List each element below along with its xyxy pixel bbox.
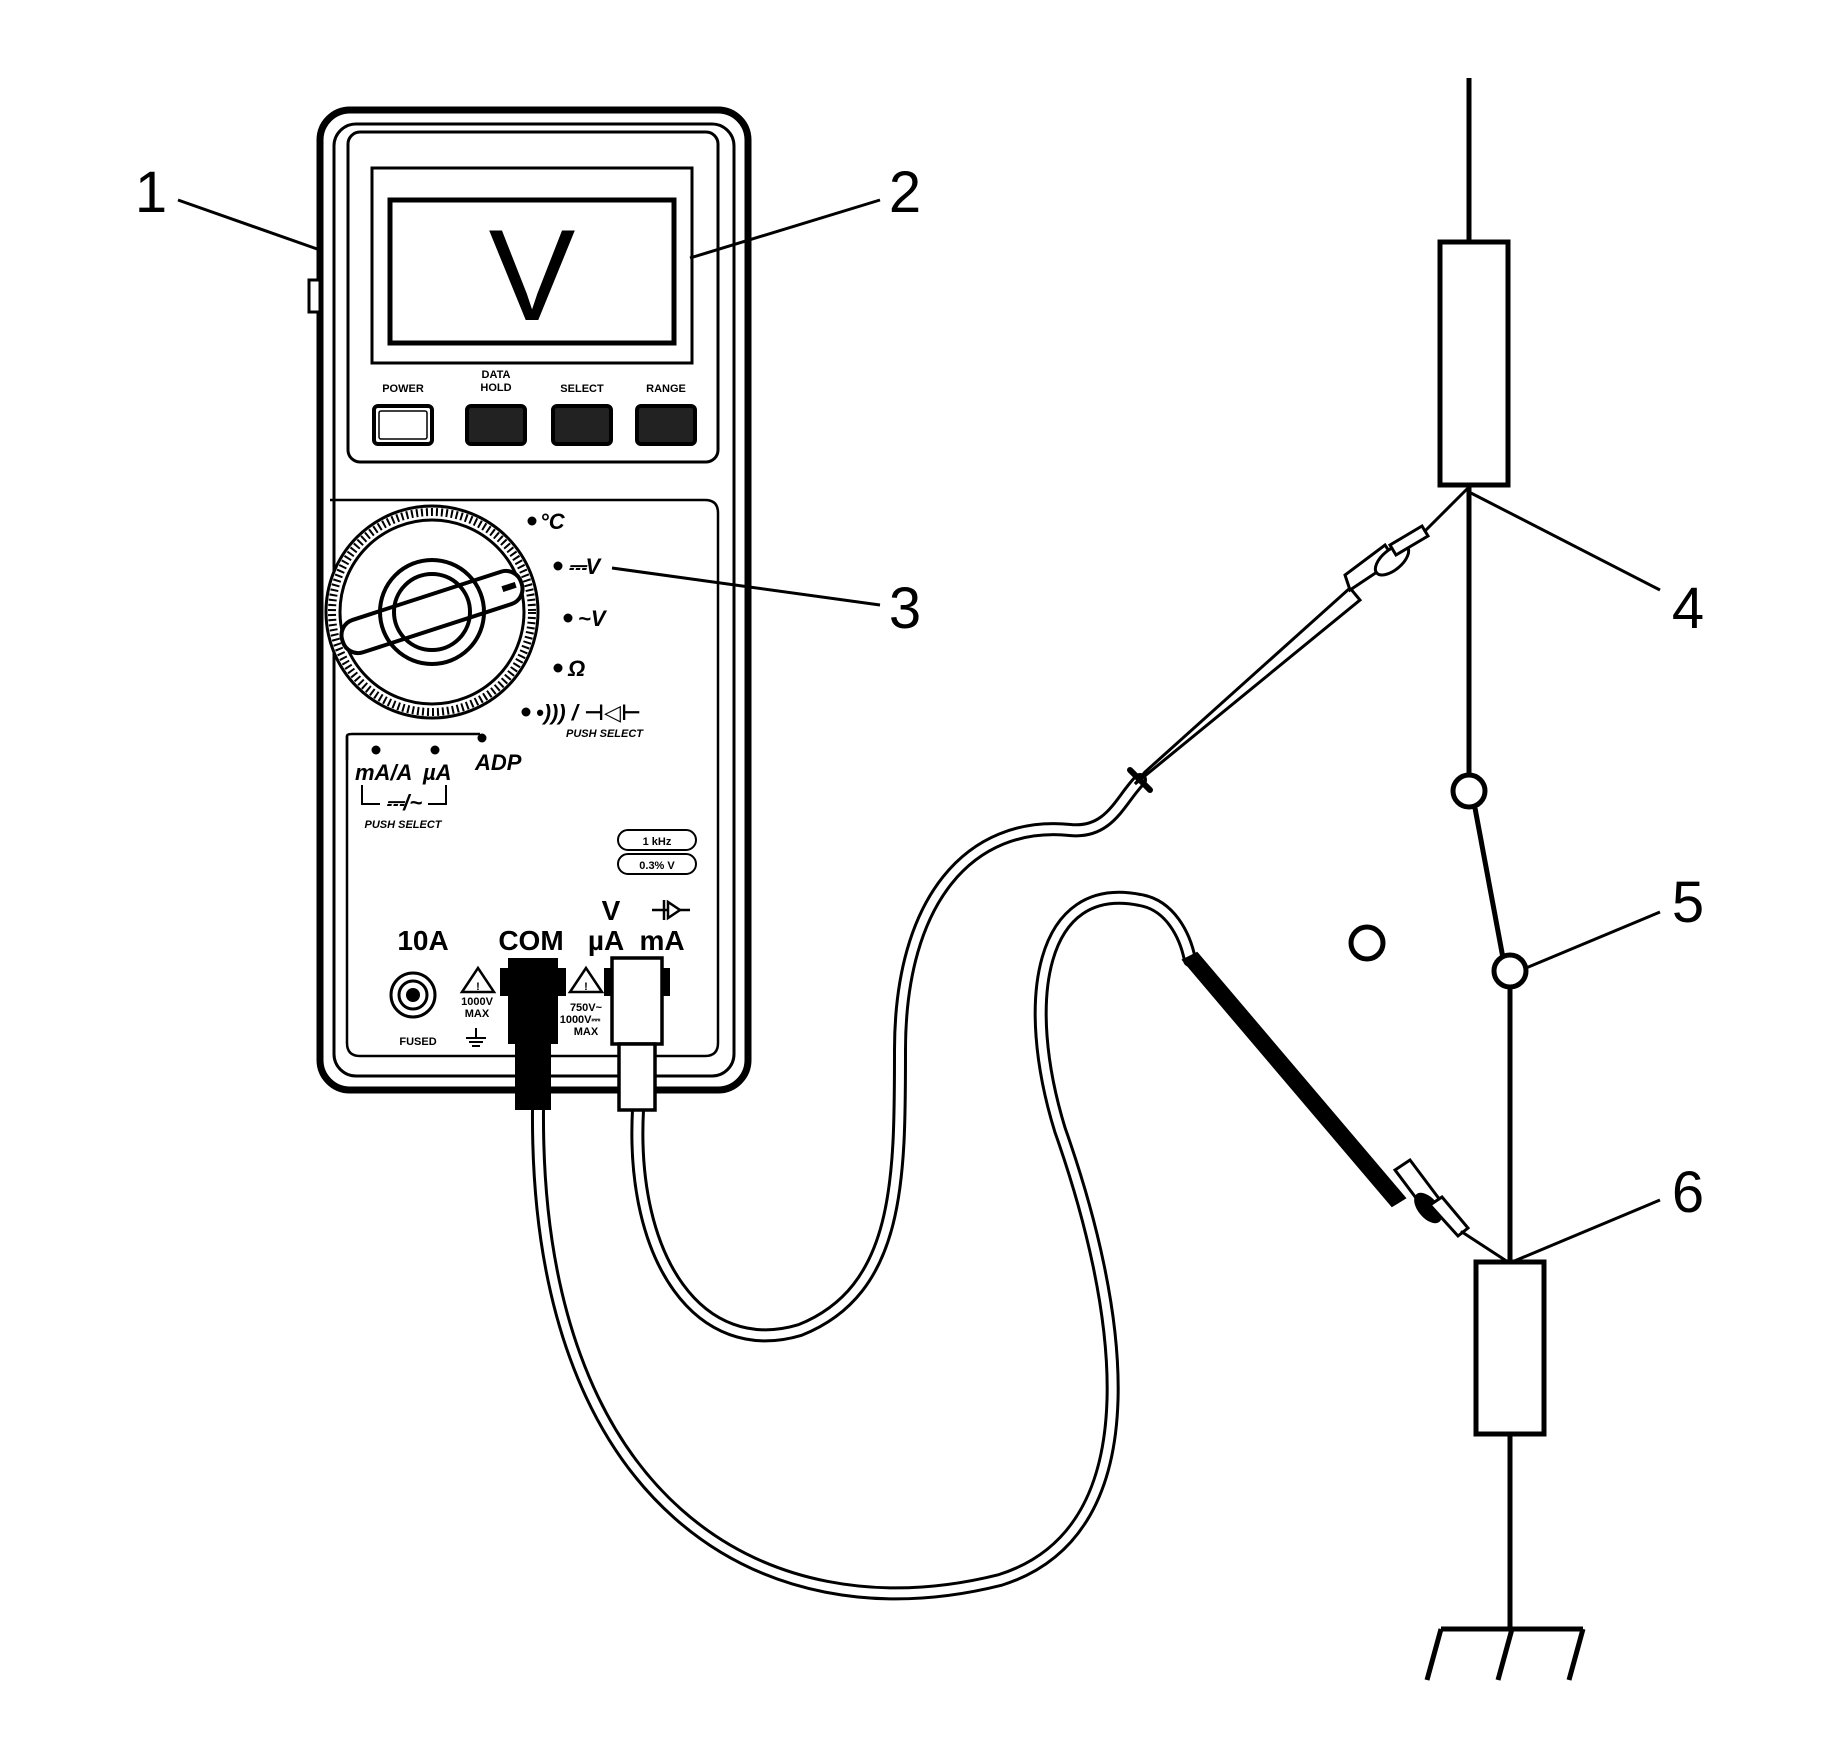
callout-1: 1 xyxy=(135,160,167,225)
ground-hatch-2 xyxy=(1495,1628,1515,1681)
frequency-badge-text: 1 kHz xyxy=(643,836,672,848)
dial-celsius-label: °C xyxy=(540,509,566,534)
dial-pointer[interactable] xyxy=(337,567,526,657)
rating-1000v: 1000V xyxy=(461,996,493,1008)
select-button[interactable] xyxy=(551,404,613,446)
callout-5: 5 xyxy=(1672,870,1704,935)
power-button-label: POWER xyxy=(382,383,424,395)
com-plug[interactable] xyxy=(500,958,566,1110)
fused-label: FUSED xyxy=(399,1036,436,1048)
jack-ua-label: µA xyxy=(588,925,624,956)
red-test-lead xyxy=(630,486,1470,1343)
diode-icon xyxy=(652,899,690,921)
callout-4: 4 xyxy=(1672,576,1704,641)
callout-2: 2 xyxy=(889,160,921,225)
lcd-display xyxy=(387,197,677,346)
data-hold-label-line2: HOLD xyxy=(480,382,511,394)
dial-ua-label: µA xyxy=(422,760,452,785)
switch-contact-open xyxy=(1348,924,1386,962)
rating-750v-ac: 750V~ xyxy=(570,1002,603,1014)
switch-contact-bottom xyxy=(1491,952,1529,990)
ground-hatch-1 xyxy=(1424,1628,1444,1681)
svg-text:!: ! xyxy=(584,981,588,993)
multimeter: V POWER DATA HOLD SELECT RANGE xyxy=(307,106,752,1112)
v-ma-plug[interactable] xyxy=(604,956,670,1112)
warning-triangle-icon: ! xyxy=(567,965,605,994)
range-button[interactable] xyxy=(635,404,697,446)
dial-continuity-diode-label: •))) / ⊣◁⊢ xyxy=(536,700,641,725)
dial-push-select-label: PUSH SELECT xyxy=(566,728,644,740)
dial-knurl xyxy=(328,508,536,716)
accuracy-badge xyxy=(617,853,697,875)
jack-v-label: V xyxy=(602,895,621,926)
resistor-top xyxy=(1437,239,1511,488)
dial-ac-volts-label: ~V xyxy=(578,606,608,631)
warning-triangle-icon: ! xyxy=(459,965,497,994)
ground-icon xyxy=(466,1028,486,1047)
dial-dc-volts-label: ⎓V xyxy=(568,554,603,579)
dial-push-select-label-2: PUSH SELECT xyxy=(364,819,442,831)
jack-10a-label: 10A xyxy=(397,925,448,956)
svg-text:!: ! xyxy=(476,981,480,993)
callout-3: 3 xyxy=(889,576,921,641)
ground-hatch-3 xyxy=(1566,1628,1586,1681)
callout-6: 6 xyxy=(1672,1160,1704,1225)
data-hold-button[interactable] xyxy=(465,404,527,446)
range-button-label: RANGE xyxy=(646,383,686,395)
callout-leaders xyxy=(177,198,1661,1264)
dial-ma-a-label: mA/A xyxy=(355,760,412,785)
leader-6 xyxy=(1511,1198,1661,1264)
rating-max-2: MAX xyxy=(574,1026,599,1038)
leader-3 xyxy=(611,566,881,607)
data-hold-label-line1: DATA xyxy=(482,369,511,381)
rotary-selector[interactable] xyxy=(324,504,540,720)
switch-contact-top xyxy=(1450,772,1488,810)
jack-com-label: COM xyxy=(498,925,563,956)
leader-5 xyxy=(1525,910,1661,970)
leader-4 xyxy=(1468,490,1661,592)
circuit xyxy=(1348,78,1586,1681)
rating-max-1: MAX xyxy=(465,1008,490,1020)
frequency-badge xyxy=(617,829,697,851)
select-button-label: SELECT xyxy=(560,383,604,395)
accuracy-badge-text: 0.3% V xyxy=(639,860,675,872)
dial-ohms-label: Ω xyxy=(567,656,585,681)
lower-panel xyxy=(345,498,720,1058)
dial-adp-label: ADP xyxy=(474,750,522,775)
side-clip xyxy=(307,278,322,314)
resistor-bottom xyxy=(1473,1259,1547,1437)
black-test-lead xyxy=(530,890,1510,1601)
rating-1000v-dc: 1000V⎓ xyxy=(560,1014,601,1026)
jack-ma-label: mA xyxy=(639,925,684,956)
switch-blade xyxy=(1472,807,1506,959)
leader-1 xyxy=(177,198,321,252)
dial-dc-ac-label: ⎓/~ xyxy=(386,790,423,815)
display-reading: V xyxy=(489,202,576,348)
leader-2 xyxy=(689,198,881,260)
